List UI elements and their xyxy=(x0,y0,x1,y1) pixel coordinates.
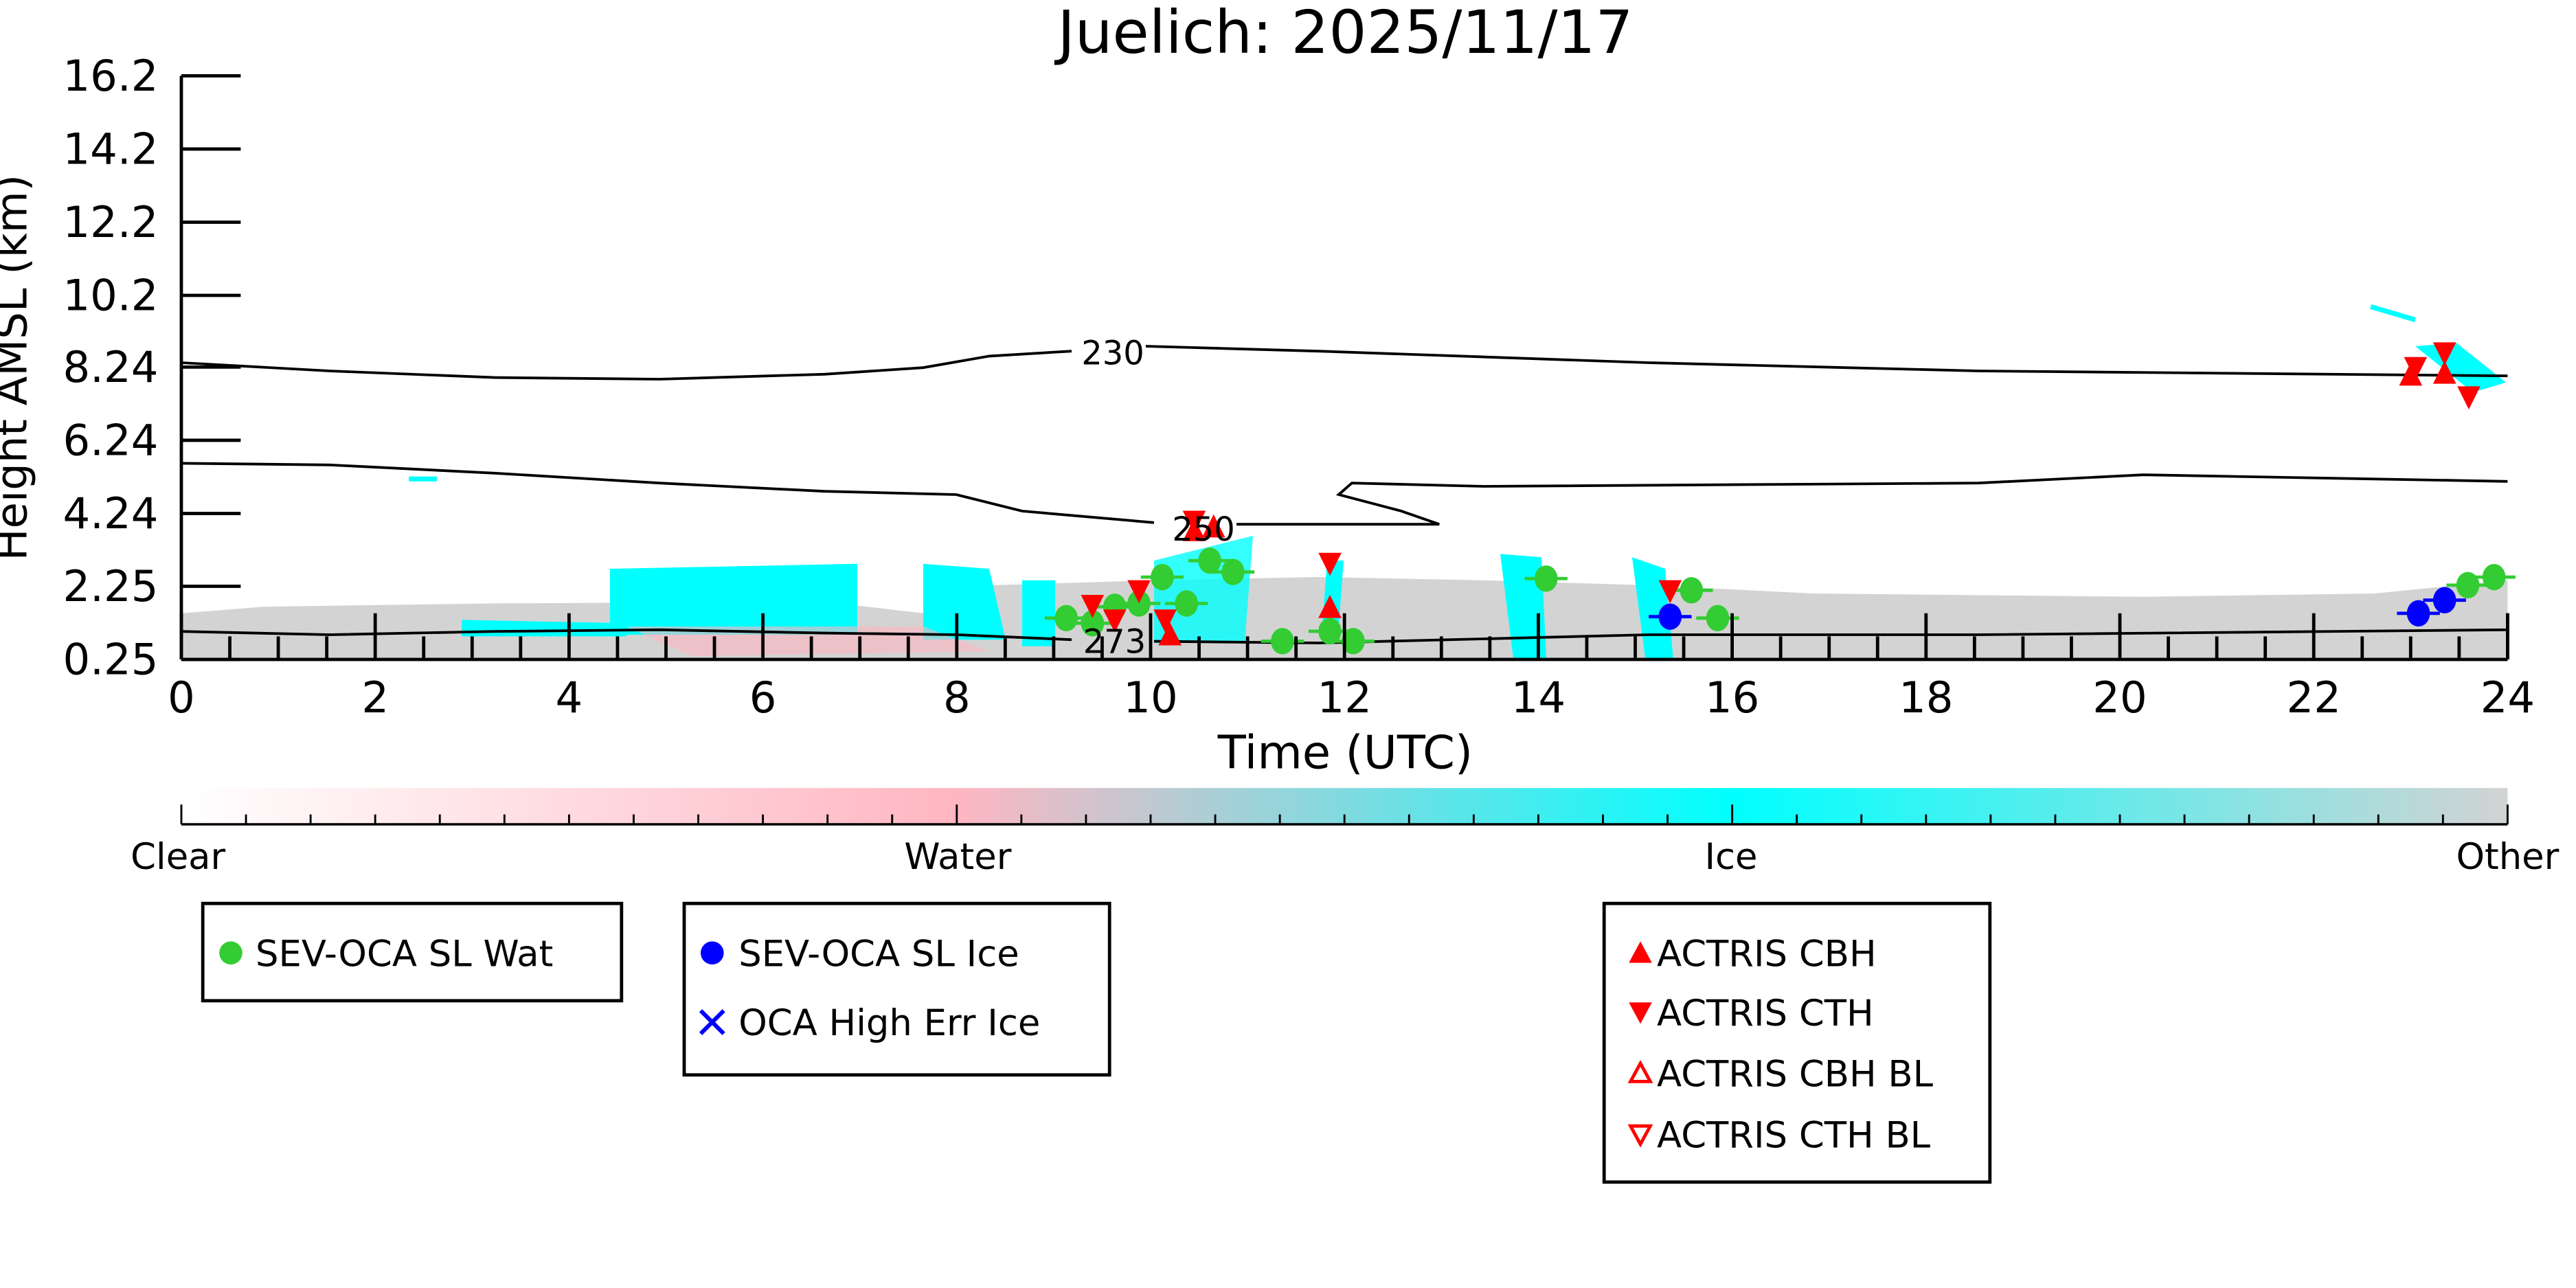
legend-label-sev-oca-wat: SEV-OCA SL Wat xyxy=(256,933,553,975)
legend-marker-cth xyxy=(1629,1002,1652,1024)
y-tick-label: 14.2 xyxy=(63,124,158,174)
marker-sev-oca-sl-wat xyxy=(1054,605,1078,632)
colorbar: Clear Water Ice Other xyxy=(131,788,2560,878)
marker-sev-oca-sl-wat xyxy=(1680,577,1704,604)
marker-sev-oca-sl-wat xyxy=(1342,628,1365,655)
marker-actris-cth xyxy=(1658,580,1682,604)
legend-marker-oca-high-err xyxy=(699,1009,725,1035)
y-tick-label: 16.2 xyxy=(63,51,158,101)
marker-actris-cth xyxy=(2432,342,2456,366)
legend-label-cbh-bl: ACTRIS CBH BL xyxy=(1657,1054,1934,1096)
marker-sev-oca-sl-wat xyxy=(1318,618,1342,645)
y-axis-label: Height AMSL (km) xyxy=(0,174,36,561)
legend-marker-cbh xyxy=(1629,941,1652,963)
marker-sev-oca-sl-wat xyxy=(1081,610,1105,637)
y-tick-label: 4.24 xyxy=(63,488,158,539)
legend-water: SEV-OCA SL Wat xyxy=(201,901,624,1003)
marker-sev-oca-sl-wat xyxy=(1198,547,1221,574)
marker-actris-cth xyxy=(2457,386,2481,409)
contour-label-250: 250 xyxy=(1172,510,1235,549)
marker-actris-cbh xyxy=(1318,594,1342,618)
legend-actris: ACTRIS CBH ACTRIS CTH ACTRIS CBH BL ACTR… xyxy=(1602,901,1992,1184)
legend-marker-cth-bl xyxy=(1627,1124,1653,1148)
legend-label-oca-high-err: OCA High Err Ice xyxy=(738,1002,1040,1044)
marker-sev-oca-sl-wat xyxy=(1127,590,1151,617)
x-tick-label: 8 xyxy=(943,673,971,723)
y-tick-label: 2.25 xyxy=(63,561,158,611)
marker-sev-oca-sl-ice xyxy=(2432,587,2456,613)
marker-actris-cbh xyxy=(2399,362,2423,386)
cloud-mask xyxy=(181,304,2508,659)
y-tick-label: 0.25 xyxy=(63,635,158,685)
marker-actris-cth xyxy=(1153,609,1177,633)
y-tick-label: 8.24 xyxy=(63,342,158,392)
y-tick-label: 6.24 xyxy=(63,416,158,466)
x-axis-label: Time (UTC) xyxy=(1217,725,1473,779)
legend-label-cbh: ACTRIS CBH xyxy=(1657,933,1877,975)
legend-marker-sev-oca-wat xyxy=(219,941,242,964)
marker-sev-oca-sl-wat xyxy=(1175,590,1199,617)
marker-actris-cth xyxy=(1318,552,1342,576)
legend-marker-sev-oca-ice xyxy=(701,941,724,964)
legend-ice: SEV-OCA SL Ice OCA High Err Ice xyxy=(682,901,1111,1077)
colorbar-label-water: Water xyxy=(904,836,1011,878)
x-tick-label: 2 xyxy=(361,673,389,723)
x-tick-label: 20 xyxy=(2092,673,2147,723)
y-axis-ticks: 0.25 2.25 4.24 6.24 8.24 10.2 12.2 14.2 16.2 xyxy=(63,51,241,685)
marker-actris-cbh xyxy=(1158,622,1182,646)
x-tick-label: 16 xyxy=(1705,673,1759,723)
legend-label-sev-oca-ice: SEV-OCA SL Ice xyxy=(738,933,1019,975)
data-markers xyxy=(1045,342,2516,655)
marker-actris-cbh xyxy=(1201,514,1225,538)
colorbar-label-ice: Ice xyxy=(1704,836,1757,878)
contour-label-273: 273 xyxy=(1083,622,1146,661)
legend-label-cth-bl: ACTRIS CTH BL xyxy=(1657,1114,1931,1156)
colorbar-label-clear: Clear xyxy=(131,836,225,878)
marker-actris-cth xyxy=(1182,510,1206,534)
marker-actris-cbh xyxy=(2432,361,2456,384)
x-tick-label: 18 xyxy=(1899,673,1953,723)
x-tick-label: 6 xyxy=(749,673,777,723)
marker-sev-oca-sl-wat xyxy=(1706,605,1730,632)
x-tick-label: 14 xyxy=(1511,673,1566,723)
marker-sev-oca-sl-wat xyxy=(2482,563,2506,591)
legend-label-cth: ACTRIS CTH xyxy=(1657,993,1874,1035)
x-tick-label: 24 xyxy=(2481,673,2535,723)
marker-actris-cth xyxy=(2404,357,2428,381)
x-tick-label: 4 xyxy=(556,673,583,723)
axes xyxy=(179,76,2509,662)
contour-label-230: 230 xyxy=(1081,334,1144,372)
x-tick-label: 0 xyxy=(168,673,195,723)
x-tick-label: 22 xyxy=(2287,673,2341,723)
colorbar-label-other: Other xyxy=(2456,836,2559,878)
y-tick-label: 12.2 xyxy=(63,197,158,247)
marker-actris-cth xyxy=(1081,594,1105,618)
x-tick-label: 12 xyxy=(1318,673,1372,723)
marker-actris-cth xyxy=(1127,580,1151,604)
marker-sev-oca-sl-wat xyxy=(1221,558,1245,585)
legend-marker-cbh-bl xyxy=(1627,1059,1653,1083)
marker-sev-oca-sl-ice xyxy=(1658,603,1682,630)
y-tick-label: 10.2 xyxy=(63,271,158,321)
marker-sev-oca-sl-wat xyxy=(1534,565,1558,592)
marker-sev-oca-sl-wat xyxy=(1271,628,1294,655)
chart-title: Juelich: 2025/11/17 xyxy=(1054,0,1633,67)
marker-sev-oca-sl-ice xyxy=(2406,600,2430,627)
marker-actris-cth xyxy=(1103,609,1127,633)
marker-sev-oca-sl-wat xyxy=(1151,563,1174,591)
x-tick-label: 10 xyxy=(1123,673,1177,723)
